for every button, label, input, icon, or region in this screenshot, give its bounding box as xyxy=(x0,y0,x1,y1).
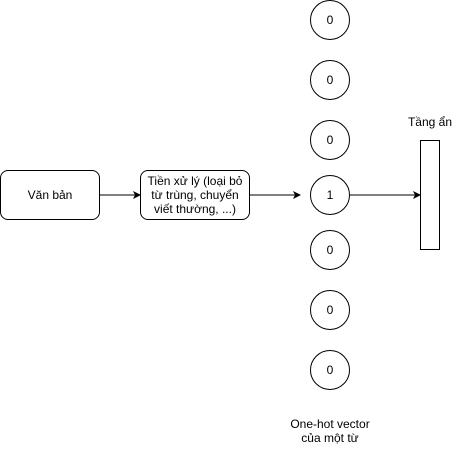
onehot-node-value: 1 xyxy=(326,188,334,202)
input-text-box: Văn bản xyxy=(0,170,100,220)
onehot-caption-line-2: của một từ xyxy=(301,431,359,445)
onehot-node-value: 0 xyxy=(326,303,334,317)
onehot-caption: One-hot vector của một từ xyxy=(270,417,390,445)
onehot-caption-line-1: One-hot vector xyxy=(290,417,370,431)
onehot-node: 1 xyxy=(310,175,350,215)
hidden-layer-label: Tầng ẩn xyxy=(407,115,453,129)
onehot-node-value: 0 xyxy=(326,13,334,27)
onehot-node-value: 0 xyxy=(326,73,334,87)
hidden-layer-bar xyxy=(420,140,440,250)
onehot-node-value: 0 xyxy=(326,133,334,147)
onehot-node-value: 0 xyxy=(326,363,334,377)
preprocess-box: Tiền xử lý (loại bỏ từ trùng, chuyển viế… xyxy=(140,170,250,220)
onehot-node: 0 xyxy=(310,60,350,100)
onehot-node: 0 xyxy=(310,290,350,330)
preprocess-line-2: từ trùng, chuyển xyxy=(151,188,239,202)
onehot-node: 0 xyxy=(310,230,350,270)
preprocess-line-3: viết thường, ...) xyxy=(154,202,236,216)
onehot-node: 0 xyxy=(310,120,350,160)
onehot-node: 0 xyxy=(310,0,350,40)
onehot-node: 0 xyxy=(310,350,350,390)
input-text-label: Văn bản xyxy=(27,188,73,202)
preprocess-line-1: Tiền xử lý (loại bỏ xyxy=(147,174,243,188)
onehot-node-value: 0 xyxy=(326,243,334,257)
